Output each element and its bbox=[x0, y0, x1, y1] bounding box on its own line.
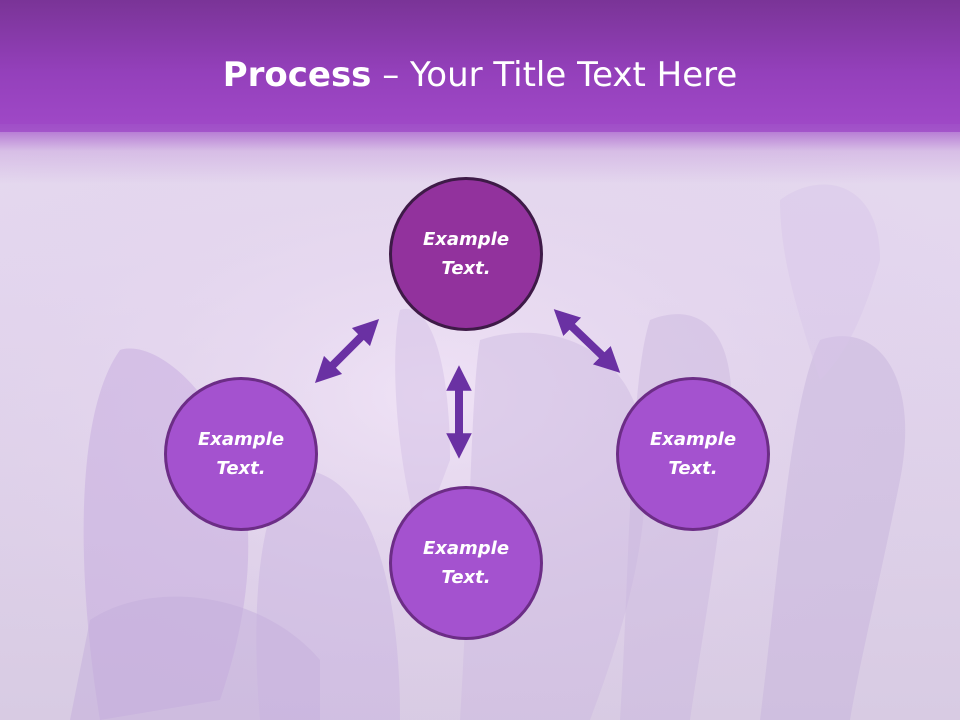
node-bottom-label: Example Text. bbox=[422, 538, 510, 588]
title-rest: – Your Title Text Here bbox=[371, 55, 738, 95]
title-bold: Process bbox=[222, 55, 372, 95]
node-right: Example Text. bbox=[616, 377, 770, 531]
node-right-label: Example Text. bbox=[649, 429, 737, 479]
slide-title: Process – Your Title Text Here bbox=[0, 50, 960, 100]
node-top-label: Example Text. bbox=[422, 229, 510, 279]
node-left-label: Example Text. bbox=[197, 429, 285, 479]
title-bar-fade bbox=[0, 124, 960, 184]
node-bottom: Example Text. bbox=[389, 486, 543, 640]
arrow-top-left bbox=[314, 318, 380, 384]
node-left: Example Text. bbox=[164, 377, 318, 531]
title-bar bbox=[0, 0, 960, 132]
arrow-top-right bbox=[553, 309, 621, 373]
node-top: Example Text. bbox=[389, 177, 543, 331]
